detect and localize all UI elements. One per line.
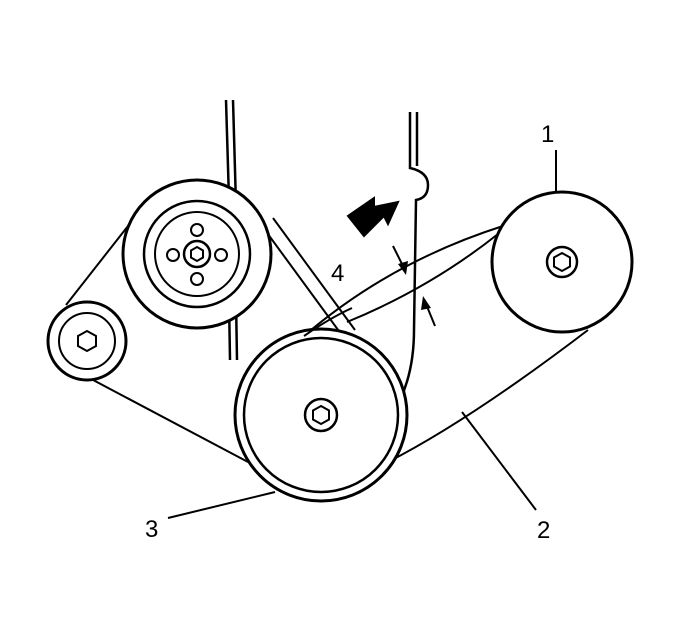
callout-1: 1 xyxy=(541,121,554,148)
callout-3: 3 xyxy=(145,516,158,543)
pulley-3 xyxy=(233,327,409,503)
belt-upper-span xyxy=(303,307,353,337)
dimension-arrows-icon xyxy=(392,245,436,327)
pulley-1 xyxy=(490,190,634,334)
leader-lines xyxy=(167,150,557,519)
callout-2: 2 xyxy=(537,517,550,544)
idler-pulley xyxy=(46,300,128,382)
view-direction-arrow-icon xyxy=(346,196,400,238)
callout-4: 4 xyxy=(331,260,344,287)
top-pulley xyxy=(121,178,273,330)
